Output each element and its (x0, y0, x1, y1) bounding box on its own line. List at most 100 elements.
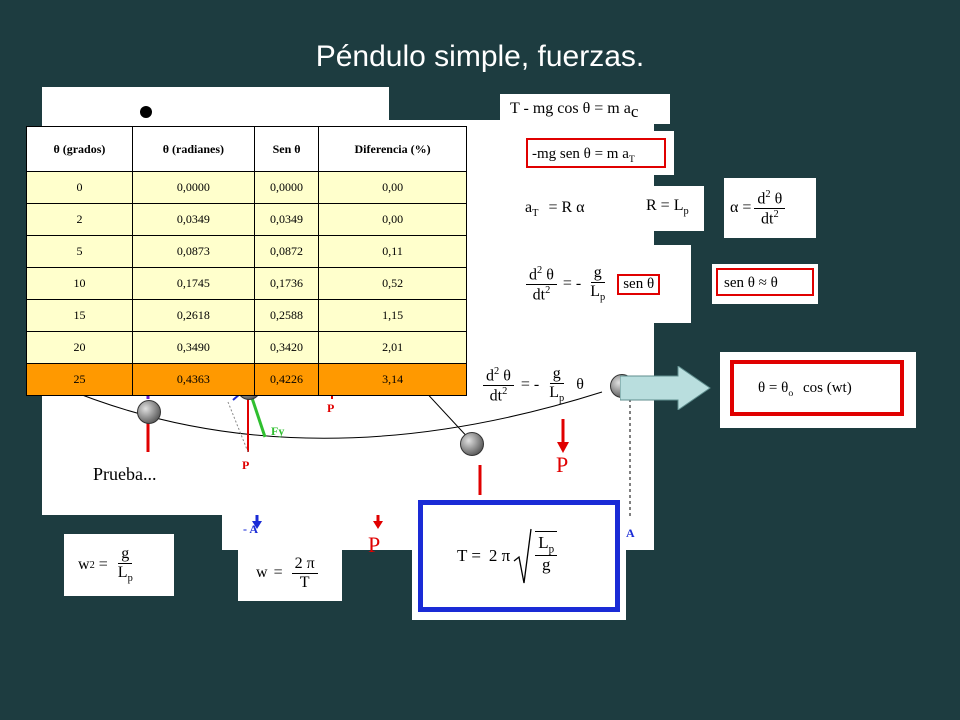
label-p-large-2: P (368, 532, 381, 557)
table-cell: 2,01 (318, 331, 467, 364)
solution-sub: o (788, 388, 794, 399)
solution-frame: θ = θo cos (wt) (730, 360, 904, 416)
table-cell: 3,14 (318, 363, 467, 396)
ode2-num-sup: 2 (494, 365, 500, 377)
r-equation: R = L (646, 197, 684, 214)
table-cell: 0,2588 (253, 299, 320, 332)
ode2-num-theta: θ (503, 366, 511, 384)
ode2-g-over-l: g Lp (546, 365, 567, 404)
table-row-highlighted: 25 0,4363 0,4226 3,14 (26, 363, 467, 396)
radial-equation-sub: c (630, 102, 639, 122)
alpha-den-sup: 2 (773, 208, 779, 220)
tangential-equation-frame: -mg sen θ = m aT (526, 138, 666, 168)
table-cell: 0,1736 (253, 267, 320, 300)
period-l-sub: p (548, 543, 555, 556)
w-equation-box: w = 2 π T (238, 545, 342, 601)
pivot-point (140, 106, 152, 118)
solution-rhs: cos (wt) (802, 380, 852, 396)
table-cell: 10 (26, 267, 133, 300)
r-equation-sub: p (683, 206, 689, 218)
w2-l: L (117, 563, 128, 581)
label-a: A (626, 526, 635, 540)
w2-sup: 2 (89, 559, 95, 571)
table-cell: 0,11 (318, 235, 467, 268)
w-num: 2 π (291, 555, 318, 574)
table-cell: 0,1745 (131, 267, 255, 300)
label-p-large-1: P (556, 452, 569, 477)
at-lhs: a (525, 199, 533, 216)
alpha-num-sup: 2 (765, 188, 771, 200)
ode1-sen: sen θ (623, 275, 655, 292)
table-cell: 0,0872 (253, 235, 320, 268)
period-lhs: T = (457, 546, 481, 565)
ode2-den-sup: 2 (502, 385, 508, 397)
w2-lhs: w (78, 556, 90, 573)
alpha-num: d (757, 189, 766, 207)
r-equation-box: R = Lp (638, 186, 704, 231)
table-cell: 0,00 (318, 171, 467, 204)
ode1-g-over-l: g Lp (587, 264, 608, 303)
approx-frame: sen θ ≈ θ (716, 268, 814, 296)
ode2-num: d (486, 366, 494, 384)
block-arrow-icon (620, 366, 711, 410)
table-cell: 15 (26, 299, 133, 332)
table-cell: 0,0000 (253, 171, 320, 204)
ode1-l: L (590, 282, 601, 300)
table-row: 2 0,0349 0,0349 0,00 (26, 203, 467, 236)
table-row: 0 0,0000 0,0000 0,00 (26, 171, 467, 204)
at-equation-box: aT = R α (515, 187, 655, 229)
table-header: θ (grados) (26, 126, 133, 172)
alpha-fraction: d2 θ dt2 (754, 188, 786, 228)
prueba-label: Prueba... (93, 464, 157, 484)
period-fraction: Lp g (535, 530, 558, 575)
table-cell: 0,2618 (131, 299, 255, 332)
radial-equation-box: T - mg cos θ = m ac (500, 94, 670, 124)
at-lhs-sub: T (532, 208, 539, 220)
w2-fraction: g Lp (115, 545, 136, 584)
ode1-eq: = - (562, 275, 582, 292)
table-header: Sen θ (253, 126, 320, 172)
ode1-den-sup: 2 (545, 284, 551, 296)
label-minus-a: - A (243, 522, 258, 536)
table-cell: 0,00 (318, 203, 467, 236)
angle-comparison-table: θ (grados) θ (radianes) Sen θ Diferencia… (26, 126, 467, 396)
table-cell: 0 (26, 171, 133, 204)
ode2-fraction: d2 θ dt2 (483, 366, 514, 405)
ode-linear: d2 θ dt2 = - g Lp θ (480, 355, 620, 415)
w-den: T (299, 573, 310, 591)
ode1-l-sub: p (600, 292, 606, 304)
ode2-eq: = - (520, 376, 540, 393)
ode2-l: L (549, 383, 560, 401)
w-fraction: 2 π T (291, 555, 318, 591)
ode2-l-sub: p (559, 393, 565, 405)
table-cell: 0,3490 (131, 331, 255, 364)
period-g: g (541, 555, 551, 575)
ode2-den: dt (489, 386, 503, 404)
table-row: 20 0,3490 0,3420 2,01 (26, 331, 467, 364)
table-cell: 1,15 (318, 299, 467, 332)
table-cell: 20 (26, 331, 133, 364)
radial-equation: T - mg cos θ = m a (510, 100, 631, 117)
pendulum-bob-right (460, 432, 484, 456)
table-cell: 0,0873 (131, 235, 255, 268)
at-rhs: = R α (548, 199, 585, 216)
table-cell: 2 (26, 203, 133, 236)
label-p-small-2: P (242, 458, 250, 472)
w-lhs: w (256, 564, 268, 581)
table-cell: 0,4226 (253, 363, 320, 396)
alpha-lhs: α = (730, 199, 752, 216)
table-cell: 0,52 (318, 267, 467, 300)
alpha-den: dt (761, 209, 774, 227)
label-fy: Fy (271, 424, 285, 438)
table-row: 5 0,0873 0,0872 0,11 (26, 235, 467, 268)
swing-arc (61, 386, 603, 439)
tangential-equation-sub: T (628, 154, 635, 165)
ode1-num-theta: θ (546, 265, 554, 283)
solution-lhs: θ = θ (758, 380, 789, 396)
ode1-g: g (590, 264, 605, 283)
tangential-equation: -mg sen θ = m a (532, 146, 629, 162)
weight-arrowhead-large (557, 442, 569, 453)
sqrt-icon (513, 528, 532, 584)
table-cell: 25 (26, 363, 133, 396)
